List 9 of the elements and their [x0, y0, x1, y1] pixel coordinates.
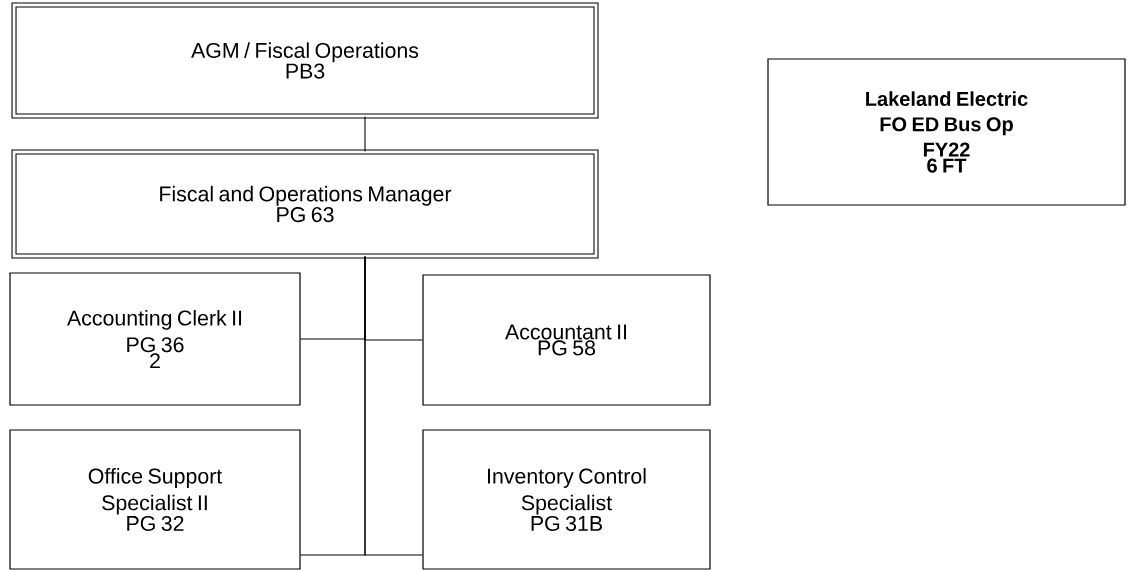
connector-line — [364, 256, 423, 556]
org-box: Inventory Control Specialist PG 31B — [422, 429, 711, 570]
org-box: AGM / Fiscal Operations PB3 — [11, 2, 599, 119]
org-box: Lakeland Electric FO ED Bus Op FY22 6 FT — [767, 58, 1126, 206]
org-box: Fiscal and Operations Manager PG 63 — [11, 149, 599, 259]
org-box: Office Support Specialist II PG 32 — [9, 429, 301, 570]
org-box: Accountant II PG 58 — [422, 274, 711, 406]
org-box: Accounting Clerk II PG 36 2 — [9, 272, 301, 406]
connector-line — [364, 116, 366, 152]
